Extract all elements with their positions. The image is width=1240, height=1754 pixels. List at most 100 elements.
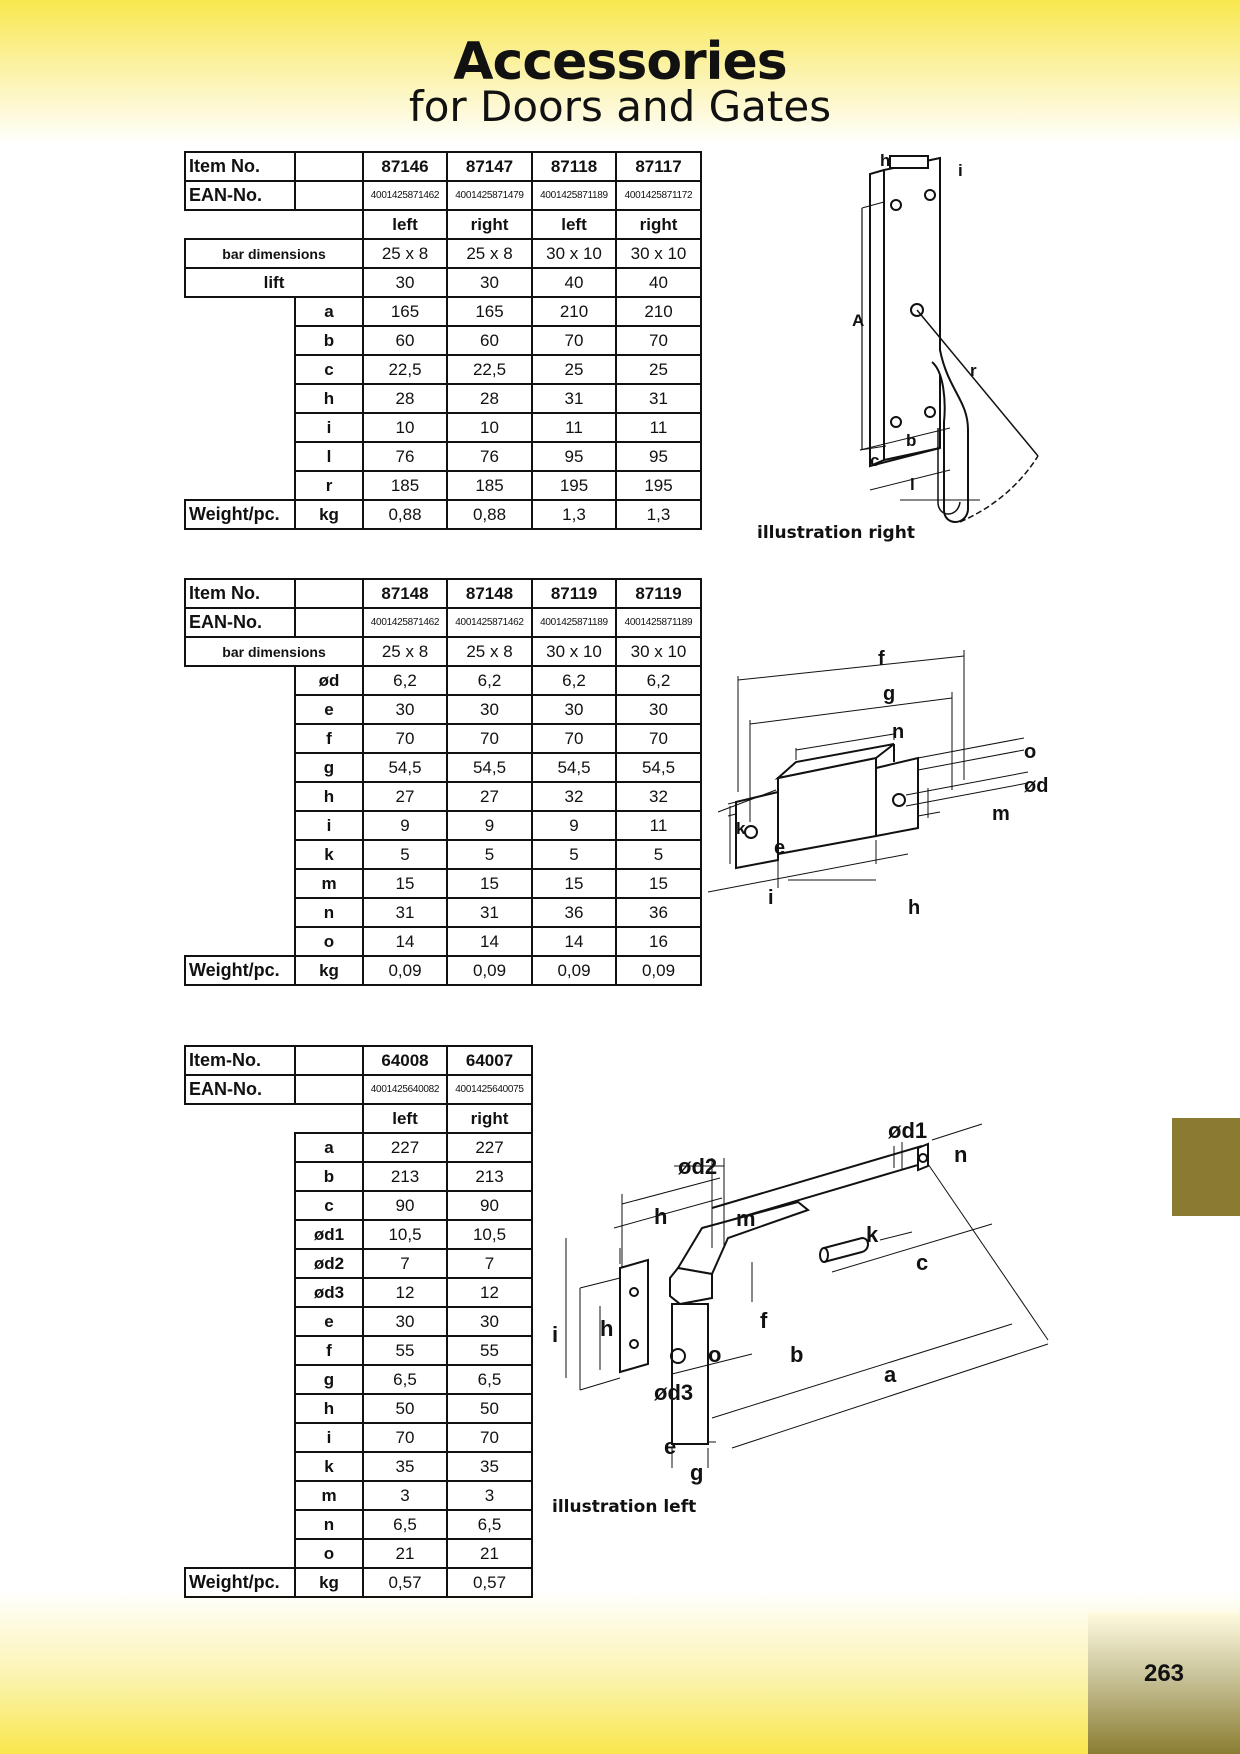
weight-label: Weight/pc. — [184, 1567, 296, 1598]
weight-row: Weight/pc. kg 0,88 0,88 1,3 1,3 — [184, 499, 702, 530]
item-number: 87146 — [362, 151, 448, 182]
dimension-value: 11 — [615, 810, 702, 841]
dimension-label: m — [294, 868, 364, 899]
drawing-label: l — [910, 475, 915, 494]
dimension-value: 22,5 — [362, 354, 448, 385]
drawing-label: f — [878, 648, 885, 670]
dimension-value: 55 — [362, 1335, 448, 1366]
item-number: 64007 — [446, 1045, 533, 1076]
item-number: 87117 — [615, 151, 702, 182]
dimension-value: 90 — [446, 1190, 533, 1221]
dimension-value: 22,5 — [446, 354, 533, 385]
weight-value: 0,09 — [362, 955, 448, 986]
dimension-value: 15 — [446, 868, 533, 899]
dimension-value: 28 — [362, 383, 448, 414]
drawing-label: i — [958, 161, 963, 180]
dimension-value: 3 — [362, 1480, 448, 1511]
dimension-label: ød3 — [294, 1277, 364, 1308]
drawing-label: c — [870, 451, 879, 470]
dimension-value: 6,5 — [446, 1509, 533, 1540]
drawing-label: e — [664, 1434, 676, 1459]
dimension-value: 21 — [446, 1538, 533, 1569]
side-row: left right left right — [185, 209, 702, 240]
bar-value: 25 x 8 — [446, 238, 533, 269]
dimension-value: 10,5 — [446, 1219, 533, 1250]
ean-label: EAN-No. — [184, 180, 296, 211]
dimension-label: f — [294, 1335, 364, 1366]
side-label: left — [362, 209, 448, 240]
dimension-value: 5 — [446, 839, 533, 870]
dimension-label: b — [294, 325, 364, 356]
item-number: 87119 — [531, 578, 617, 609]
dimension-value: 54,5 — [362, 752, 448, 783]
dimension-label: e — [294, 694, 364, 725]
ean-number: 4001425871462 — [362, 180, 448, 211]
dimension-value: 3 — [446, 1480, 533, 1511]
illustration-caption: illustration left — [552, 1497, 697, 1517]
dimension-value: 30 — [362, 694, 448, 725]
dimension-value: 10,5 — [362, 1219, 448, 1250]
dimension-label: g — [294, 752, 364, 783]
dimension-value: 10 — [446, 412, 533, 443]
dimension-value: 70 — [446, 723, 533, 754]
weight-value: 0,57 — [362, 1567, 448, 1598]
dimension-value: 70 — [615, 325, 702, 356]
side-row: left right — [185, 1103, 533, 1134]
drawing-label: i — [552, 1322, 558, 1347]
illustration-caption: illustration right — [757, 523, 915, 543]
dimension-label: e — [294, 1306, 364, 1337]
side-label: right — [446, 1103, 533, 1134]
dimension-label: a — [294, 1132, 364, 1163]
weight-value: 1,3 — [615, 499, 702, 530]
dimension-label: i — [294, 1422, 364, 1453]
dimension-value: 5 — [615, 839, 702, 870]
dimension-value: 227 — [362, 1132, 448, 1163]
dimension-label: g — [294, 1364, 364, 1395]
bar-label: bar dimensions — [184, 238, 364, 269]
dimension-value: 9 — [531, 810, 617, 841]
ean-row: EAN-No. 4001425640082 4001425640075 — [184, 1074, 533, 1105]
item-row: Item No. 87146 87147 87118 87117 — [184, 151, 702, 182]
ean-number: 4001425871189 — [531, 607, 617, 638]
dimension-value: 15 — [531, 868, 617, 899]
bar-value: 30 x 10 — [531, 636, 617, 667]
lift-value: 30 — [362, 267, 448, 298]
spec-table-door-latch: Item-No. 64008 64007 EAN-No. 40014256400… — [184, 1045, 533, 1598]
weight-row: Weight/pc. kg 0,09 0,09 0,09 0,09 — [184, 955, 702, 986]
dimension-value: 32 — [531, 781, 617, 812]
lift-value: 40 — [615, 267, 702, 298]
drawing-label: h — [600, 1316, 613, 1341]
bar-row: bar dimensions 25 x 8 25 x 8 30 x 10 30 … — [184, 238, 702, 269]
spec-table-gate-latch: Item No. 87146 87147 87118 87117 EAN-No.… — [184, 151, 702, 530]
item-number: 87148 — [446, 578, 533, 609]
item-number: 87148 — [362, 578, 448, 609]
dimension-value: 213 — [362, 1161, 448, 1192]
dimension-value: 9 — [446, 810, 533, 841]
page-title: Accessories — [453, 32, 787, 92]
dimension-value: 6,5 — [362, 1509, 448, 1540]
weight-label: Weight/pc. — [184, 955, 296, 986]
lift-label: lift — [184, 267, 364, 298]
item-label: Item-No. — [184, 1045, 296, 1076]
dimension-value: 14 — [362, 926, 448, 957]
dimension-label: ød — [294, 665, 364, 696]
dimension-value: 14 — [531, 926, 617, 957]
drawing-label: m — [736, 1206, 756, 1231]
drawing-label: m — [992, 803, 1010, 825]
drawing-label: ød3 — [654, 1380, 693, 1405]
dimension-value: 54,5 — [615, 752, 702, 783]
item-unit-cell — [294, 578, 364, 609]
dimension-value: 27 — [446, 781, 533, 812]
dimension-label: ød2 — [294, 1248, 364, 1279]
dimension-value: 31 — [531, 383, 617, 414]
dimension-value: 6,2 — [446, 665, 533, 696]
dimension-value: 12 — [362, 1277, 448, 1308]
